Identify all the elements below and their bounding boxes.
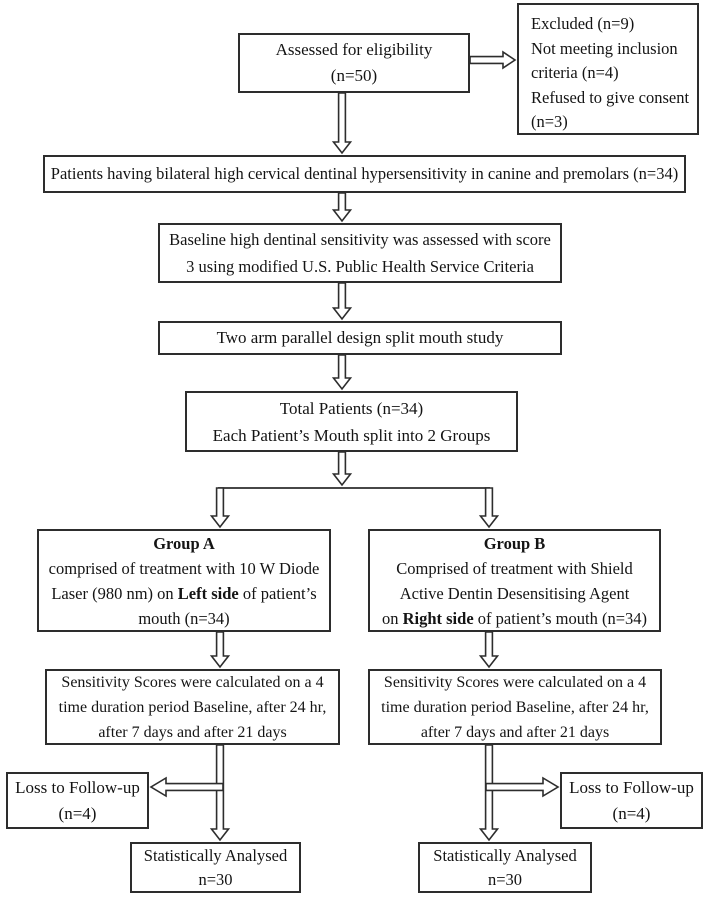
arrow-eligible-to-baseline (331, 192, 353, 223)
arrow-design-to-total (331, 354, 353, 391)
group-a-title: Group A (153, 533, 215, 553)
loss-followup-b-text: Loss to Follow-up (n=4) (569, 777, 694, 823)
box-total-patients: Total Patients (n=34) Each Patient’s Mou… (185, 391, 518, 452)
baseline-assessment-text: Baseline high dentinal sensitivity was a… (169, 230, 551, 276)
group-b-title: Group B (483, 533, 546, 553)
box-scores-group-a: Sensitivity Scores were calculated on a … (45, 669, 340, 745)
box-loss-followup-b: Loss to Follow-up (n=4) (560, 772, 703, 829)
arrow-assessed-to-eligible (331, 92, 353, 155)
box-group-b: Group B Comprised of treatment with Shie… (368, 529, 661, 632)
box-loss-followup-a: Loss to Follow-up (n=4) (6, 772, 149, 829)
arrow-baseline-to-design (331, 282, 353, 321)
group-a-post: of patient’s mouth (n=34) (138, 583, 317, 628)
arrow-spine-to-loss-a (149, 776, 224, 798)
arrow-total-to-branch (331, 451, 353, 487)
study-design-text: Two arm parallel design split mouth stud… (216, 328, 504, 347)
eligible-patients-text: Patients having bilateral high cervical … (50, 164, 679, 183)
group-a-text: Group A comprised of treatment with 10 W… (49, 531, 320, 631)
box-scores-group-b: Sensitivity Scores were calculated on a … (368, 669, 662, 745)
arrow-scores-b-to-analysed-b (478, 744, 500, 842)
scores-group-b-text: Sensitivity Scores were calculated on a … (381, 673, 649, 741)
box-analysed-a: Statistically Analysed n=30 (130, 842, 301, 893)
arrow-branch-to-group-a (209, 487, 231, 529)
scores-group-a-text: Sensitivity Scores were calculated on a … (58, 673, 327, 741)
analysed-a-text: Statistically Analysed n=30 (143, 845, 288, 889)
group-a-side: Left side (177, 583, 239, 603)
loss-followup-a-text: Loss to Follow-up (n=4) (15, 777, 140, 823)
box-baseline-assessment: Baseline high dentinal sensitivity was a… (158, 223, 562, 283)
group-b-text: Group B Comprised of treatment with Shie… (382, 531, 647, 631)
excluded-text: Excluded (n=9) Not meeting inclusion cri… (531, 14, 690, 132)
box-study-design: Two arm parallel design split mouth stud… (158, 321, 562, 355)
box-group-a: Group A comprised of treatment with 10 W… (37, 529, 331, 632)
box-assessed-eligibility: Assessed for eligibility (n=50) (238, 33, 470, 93)
arrow-group-b-to-scores-b (478, 631, 500, 669)
analysed-b-text: Statistically Analysed n=30 (433, 845, 577, 889)
arrow-scores-a-to-analysed-a (209, 744, 231, 842)
arrow-group-a-to-scores-a (209, 631, 231, 669)
arrow-branch-to-group-b (478, 487, 500, 529)
box-excluded: Excluded (n=9) Not meeting inclusion cri… (517, 3, 699, 135)
group-b-pre: Comprised of treatment with Shield Activ… (381, 558, 633, 628)
group-a-pre: comprised of treatment with 10 W Diode L… (48, 558, 320, 603)
group-b-post: of patient’s mouth (n=34) (473, 608, 648, 628)
arrow-assessed-to-excluded (469, 50, 517, 70)
group-b-side: Right side (402, 608, 474, 628)
assessed-eligibility-text: Assessed for eligibility (n=50) (275, 40, 433, 85)
box-analysed-b: Statistically Analysed n=30 (418, 842, 592, 893)
arrow-spine-to-loss-b (485, 776, 560, 798)
box-eligible-patients: Patients having bilateral high cervical … (43, 155, 686, 193)
total-patients-text: Total Patients (n=34) Each Patient’s Mou… (212, 398, 491, 445)
